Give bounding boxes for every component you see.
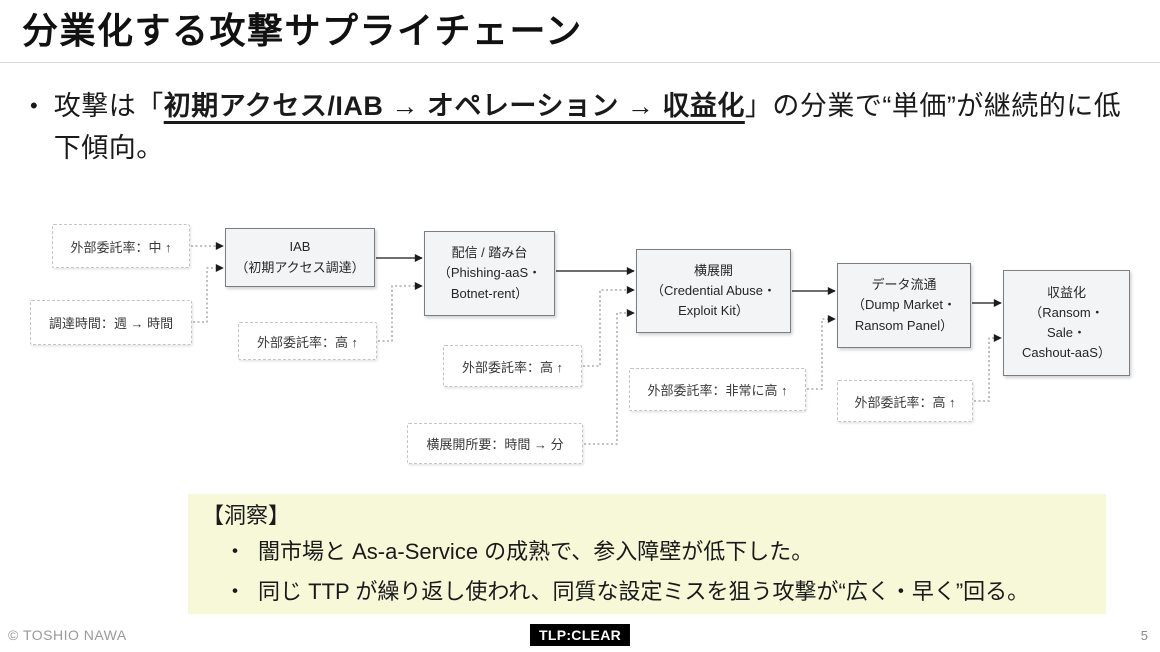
insight-item: ・ 同じ TTP が繰り返し使われ、同質な設定ミスを狙う攻撃が“広く・早く”回る… (202, 572, 1106, 612)
dotted-note2-to-iab (193, 264, 224, 323)
bullet-text: 攻撃は「初期アクセス/IAB → オペレーション → 収益化」の分業で“単価”が… (54, 85, 1138, 169)
dotted-note4-to-lateral (583, 286, 635, 367)
note-box-procurement-time: 調達時間：週 → 時間 (30, 300, 192, 345)
insight-heading: 【洞察】 (202, 503, 291, 528)
insight-item-marker: ・ (224, 579, 247, 604)
stage-box-data-distribution: データ流通 （Dump Market・ Ransom Panel） (837, 263, 971, 348)
bullet-suffix: 」の分業で“単価”が継続的に低下傾向。 (53, 91, 1122, 163)
page-number: 5 (1140, 628, 1148, 643)
title-divider (0, 62, 1160, 63)
bullet-marker: • (30, 93, 38, 118)
note-box-outsourcing-rate-iab: 外部委託率：高 ↑ (238, 322, 377, 360)
main-bullet: • 攻撃は「初期アクセス/IAB → オペレーション → 収益化」の分業で“単価… (30, 85, 1138, 169)
insight-item: ・ 闇市場と As-a-Service の成熟で、参入障壁が低下した。 (202, 532, 1106, 572)
note-box-outsourcing-rate-delivery: 外部委託率：高 ↑ (443, 345, 582, 387)
note-box-lateral-movement-time: 横展開所要：時間 → 分 (407, 423, 583, 464)
insight-item-marker: ・ (224, 539, 247, 564)
page-title: 分業化する攻撃サプライチェーン (22, 10, 583, 51)
note-box-outsourcing-rate-lateral: 外部委託率：非常に高 ↑ (629, 368, 806, 411)
note-box-outsourcing-rate-data: 外部委託率：高 ↑ (837, 380, 973, 422)
insight-item-text: 闇市場と As-a-Service の成熟で、参入障壁が低下した。 (258, 539, 814, 564)
dotted-note6-to-data (807, 315, 836, 390)
dotted-note3-to-delivery (378, 282, 423, 342)
bullet-emphasis: 初期アクセス/IAB → オペレーション → 収益化 (163, 91, 745, 121)
dotted-note5-to-lateral (584, 309, 635, 445)
copyright-text: © TOSHIO NAWA (8, 627, 127, 643)
dotted-note7-to-monetize (974, 334, 1002, 402)
tlp-clear-badge: TLP:CLEAR (529, 624, 631, 646)
bullet-prefix: 攻撃は「 (53, 91, 164, 121)
stage-box-delivery: 配信 / 踏み台 （Phishing-aaS・ Botnet-rent） (424, 231, 555, 316)
insight-box: 【洞察】 ・ 闇市場と As-a-Service の成熟で、参入障壁が低下した。… (188, 494, 1106, 614)
stage-box-monetization: 収益化 （Ransom・ Sale・ Cashout-aaS） (1003, 270, 1130, 376)
stage-box-iab: IAB （初期アクセス調達） (225, 228, 375, 287)
insight-item-text: 同じ TTP が繰り返し使われ、同質な設定ミスを狙う攻撃が“広く・早く”回る。 (258, 579, 1030, 604)
note-box-outsourcing-rate-initial: 外部委託率：中 ↑ (52, 224, 190, 268)
stage-box-lateral-movement: 横展開 （Credential Abuse・ Exploit Kit） (636, 249, 791, 333)
